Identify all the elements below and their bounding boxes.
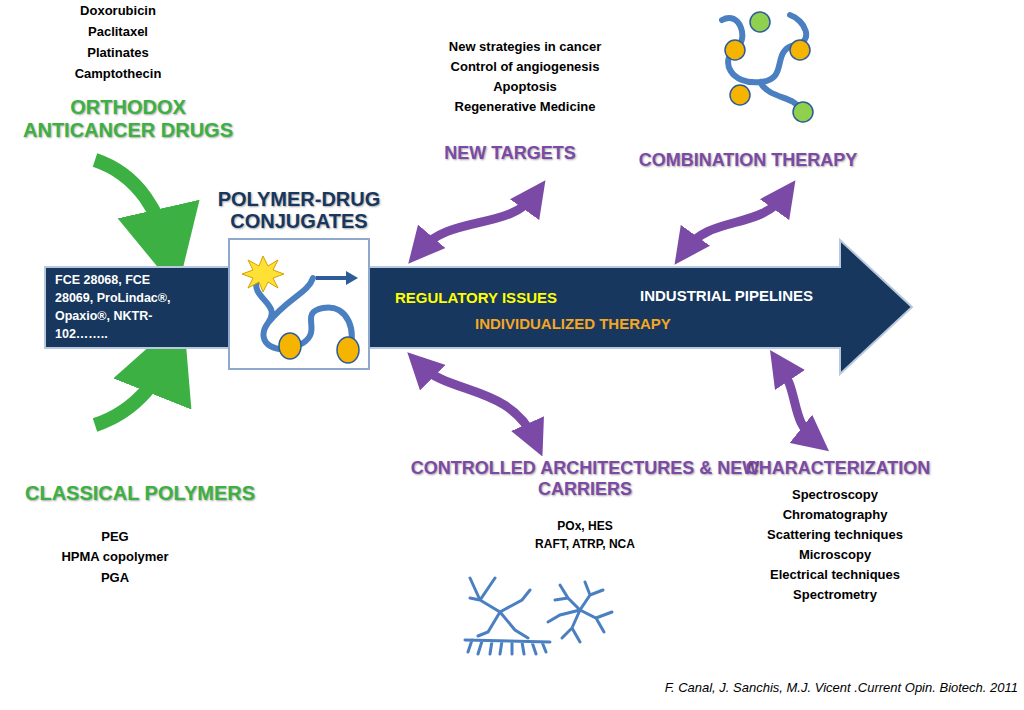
band-text: INDIVIDUALIZED THERAPY (475, 314, 725, 334)
node-outline (228, 238, 370, 370)
topic-heading: CHARACTERIZATION (723, 458, 953, 479)
topic-heading: COMBINATION THERAPY (608, 150, 888, 171)
main-arrow-band: FCE 28068, FCE 28069, ProLindac®, Opaxio… (45, 238, 915, 376)
technique-item: Microscopy (735, 548, 935, 563)
product-list: FCE 28068, FCE 28069, ProLindac®, Opaxio… (55, 271, 183, 344)
topic-heading: CONTROLLED ARCHITECTURES & NEW CARRIERS (405, 458, 765, 499)
double-arrow (420, 365, 535, 440)
citation-caption: F. Canal, J. Sanchis, M.J. Vicent .Curre… (600, 681, 1018, 696)
double-arrow (780, 365, 815, 440)
box-heading: POLYMER-DRUG CONJUGATES (188, 188, 410, 232)
group-heading: ORTHODOX ANTICANCER DRUGS (3, 96, 253, 142)
group-heading: CLASSICAL POLYMERS (5, 482, 275, 505)
polymer-name: PEG (15, 530, 215, 545)
target-item: Regenerative Medicine (405, 100, 645, 115)
carrier-item: RAFT, ATRP, NCA (475, 538, 695, 552)
technique-item: Electrical techniques (735, 568, 935, 583)
target-item: Apoptosis (405, 80, 645, 95)
band-text: REGULATORY ISSUES (395, 288, 595, 308)
carrier-item: POx, HES (475, 520, 695, 534)
drug-star (242, 256, 284, 292)
drug-name: Platinates (18, 46, 218, 61)
drug-name: Doxorubicin (18, 4, 218, 19)
combination-polymer (722, 12, 813, 122)
conjugate-box: POLYMER-DRUG CONJUGATES (228, 238, 370, 370)
target-item: New strategies in cancer (405, 40, 645, 55)
technique-item: Spectroscopy (735, 488, 935, 503)
polymer-chain (256, 278, 352, 353)
band-text: INDUSTRIAL PIPELINES (640, 286, 850, 306)
release-arrow (316, 276, 346, 280)
box-outline (229, 239, 369, 369)
polymer-name: PGA (15, 571, 215, 586)
drug-name: Camptothecin (18, 67, 218, 82)
double-arrow (685, 195, 785, 250)
technique-item: Chromatography (735, 508, 935, 523)
drug-name: Paclitaxel (18, 25, 218, 40)
drug-bead (279, 333, 301, 359)
polymer-name: HPMA copolymer (15, 550, 215, 565)
target-item: Control of angiogenesis (405, 60, 645, 75)
green-arrow (95, 355, 168, 425)
double-arrow (420, 195, 535, 250)
technique-item: Spectrometry (735, 588, 935, 603)
technique-item: Scattering techniques (735, 528, 935, 543)
green-arrow (95, 160, 168, 250)
arrow-shape (45, 240, 912, 374)
drug-bead (337, 337, 359, 363)
polymer-architectures (465, 578, 612, 654)
release-arrowhead (346, 271, 358, 285)
topic-heading: NEW TARGETS (400, 143, 620, 164)
node-outline (45, 238, 915, 376)
